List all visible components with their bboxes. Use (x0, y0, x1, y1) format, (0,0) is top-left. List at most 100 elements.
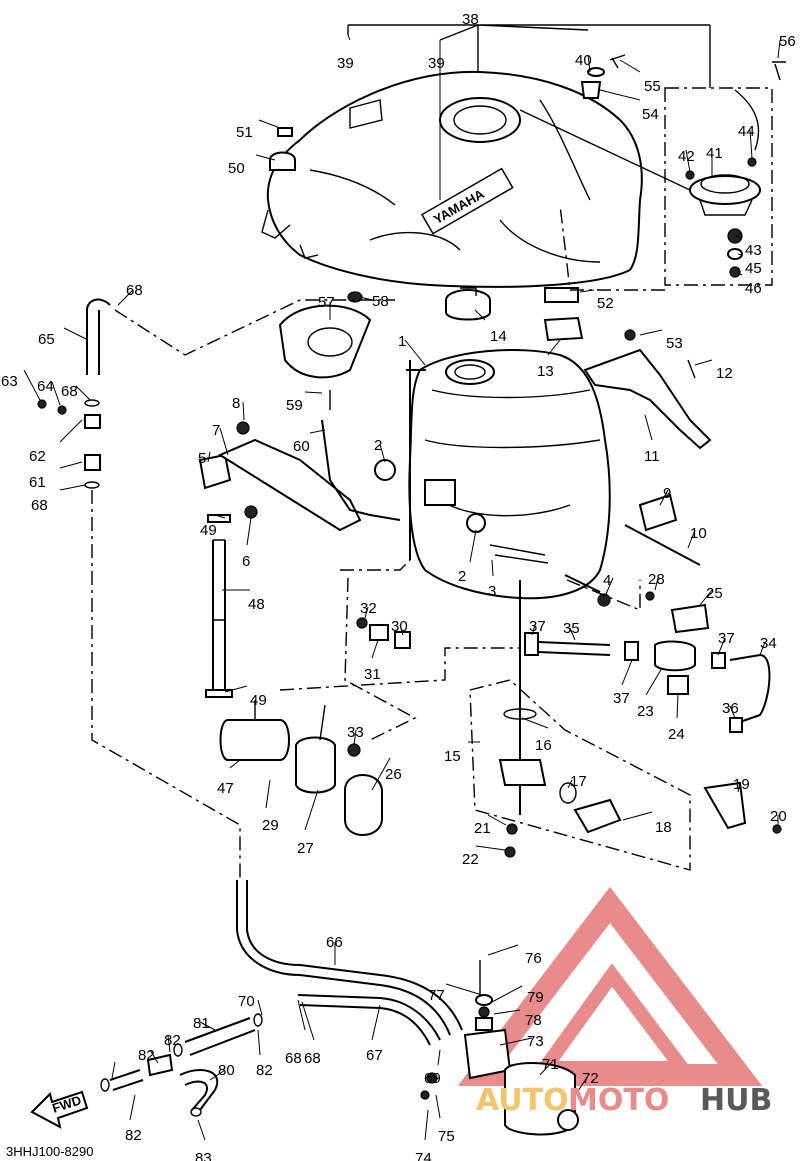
leader-line (539, 1061, 553, 1076)
callout-5: 5 (198, 450, 206, 467)
callout-70: 70 (238, 993, 255, 1010)
callout-49: 49 (250, 692, 267, 709)
leader-line (645, 667, 663, 696)
callout-19: 19 (733, 776, 750, 793)
leader-line (51, 381, 61, 406)
leader-line (717, 637, 726, 656)
leader-line (474, 309, 486, 321)
callout-78: 78 (525, 1012, 542, 1029)
leader-line (567, 779, 573, 789)
callout-48: 48 (248, 596, 265, 613)
leader-line (749, 129, 753, 159)
leader-line (149, 1049, 159, 1064)
hose-48 (205, 514, 233, 698)
callout-83: 83 (195, 1150, 212, 1161)
leader-line (469, 529, 477, 563)
callout-82: 82 (138, 1047, 155, 1064)
callout-57: 57 (318, 294, 335, 311)
callout-15: 15 (444, 748, 461, 765)
leader-line (304, 391, 323, 394)
leader-line (587, 54, 591, 73)
callout-14: 14 (490, 328, 507, 345)
leader-line (229, 759, 241, 769)
leader-line (687, 529, 696, 549)
callout-81: 81 (193, 1015, 210, 1032)
watermark-moto: MOTO (568, 1083, 669, 1118)
callout-80: 80 (218, 1062, 235, 1079)
watermark-auto: AUTO (476, 1083, 569, 1118)
leader-line (659, 489, 669, 506)
leader-line (255, 154, 276, 161)
fuel-tank (374, 349, 611, 607)
tank-cover: YAMAHA (261, 70, 643, 288)
diagram-code: 3HHJ100-8290 (6, 1144, 93, 1159)
callout-13: 13 (537, 363, 554, 380)
bracket-11 (543, 316, 712, 450)
breather-pipes (100, 1013, 263, 1117)
fuel-cock-assembly (469, 580, 782, 871)
leader-line (207, 451, 211, 463)
callout-59: 59 (286, 397, 303, 414)
callout-61: 61 (29, 474, 46, 491)
leader-line (737, 272, 743, 276)
callout-24: 24 (668, 726, 685, 743)
fuel-lines-right (524, 591, 771, 733)
leader-line (63, 327, 89, 341)
leader-line (117, 289, 134, 306)
callout-34: 34 (760, 635, 777, 652)
callout-32: 32 (360, 600, 377, 617)
callout-3: 3 (488, 583, 496, 600)
callout-71: 71 (542, 1056, 559, 1073)
leader-line (493, 1009, 521, 1015)
callout-33: 33 (347, 724, 364, 741)
callout-38: 38 (462, 11, 479, 28)
callout-76: 76 (525, 950, 542, 967)
leader-lines (23, 34, 781, 1141)
leader-line (531, 624, 536, 636)
leader-line (371, 1004, 381, 1041)
callout-55: 55 (644, 78, 661, 95)
leader-line (571, 1075, 589, 1101)
callout-41: 41 (706, 145, 723, 162)
leader-line (242, 401, 245, 421)
callout-49: 49 (200, 522, 217, 539)
watermark-hub: HUB (700, 1083, 772, 1118)
leader-line (75, 385, 91, 401)
callout-68: 68 (285, 1050, 302, 1067)
leader-line (676, 693, 679, 719)
callout-numbers: 1223456789101112131415161718192021222324… (1, 11, 796, 1161)
filler-cap (445, 287, 491, 321)
callout-66: 66 (326, 934, 343, 951)
leader-line (219, 427, 229, 456)
leader-line (301, 1001, 315, 1041)
leader-line (737, 253, 743, 256)
leader-line (217, 515, 226, 519)
leader-line (347, 34, 351, 41)
callout-60: 60 (293, 438, 310, 455)
callout-53: 53 (666, 335, 683, 352)
callout-79: 79 (527, 989, 544, 1006)
callout-10: 10 (690, 525, 707, 542)
leader-line (399, 624, 404, 636)
leader-line (359, 296, 373, 301)
callout-2: 2 (374, 437, 382, 454)
callout-73: 73 (527, 1033, 544, 1050)
leader-line (258, 119, 281, 129)
callout-63: 63 (1, 373, 18, 390)
leader-line (579, 289, 595, 293)
top-small-parts (269, 54, 786, 171)
leader-line (59, 461, 83, 469)
callout-8: 8 (232, 395, 240, 412)
leader-line (353, 729, 357, 746)
leader-line (379, 443, 386, 463)
leader-line (257, 1029, 261, 1056)
callout-67: 67 (366, 1047, 383, 1064)
pieces-30-32 (356, 617, 411, 649)
leader-line (599, 89, 641, 101)
callout-16: 16 (535, 737, 552, 754)
callout-30: 30 (391, 618, 408, 635)
hose-65-assembly (37, 298, 111, 489)
callout-47: 47 (217, 780, 234, 797)
leader-line (654, 577, 659, 591)
leader-line (735, 235, 743, 239)
